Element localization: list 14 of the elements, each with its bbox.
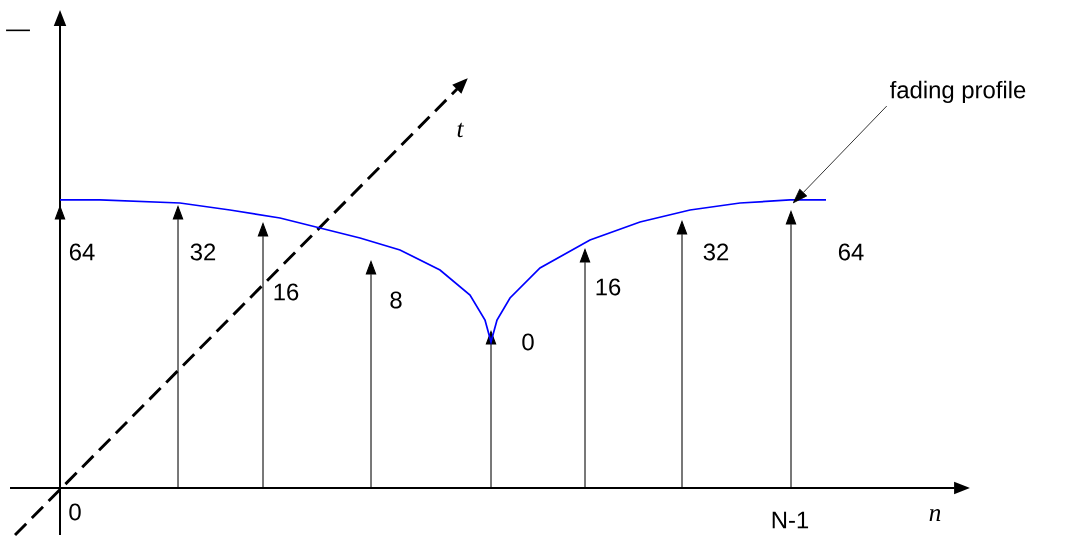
stem-value: 16 (596, 278, 621, 296)
stem-value: 64 (69, 243, 95, 261)
stem-value: 0 (522, 333, 534, 351)
axis-label: — (6, 29, 30, 32)
axis-label: t (457, 122, 464, 138)
axis-label: n (929, 509, 941, 521)
stem-value: 16 (274, 283, 299, 301)
stem-value: 32 (703, 243, 729, 261)
stem-value: 32 (190, 243, 216, 261)
leader-arrow (792, 105, 888, 204)
callout-text: fading profile (890, 80, 1026, 104)
stem-value: 8 (390, 291, 402, 309)
tick-label: 0 (69, 503, 81, 521)
tick-label: N-1 (772, 511, 809, 529)
